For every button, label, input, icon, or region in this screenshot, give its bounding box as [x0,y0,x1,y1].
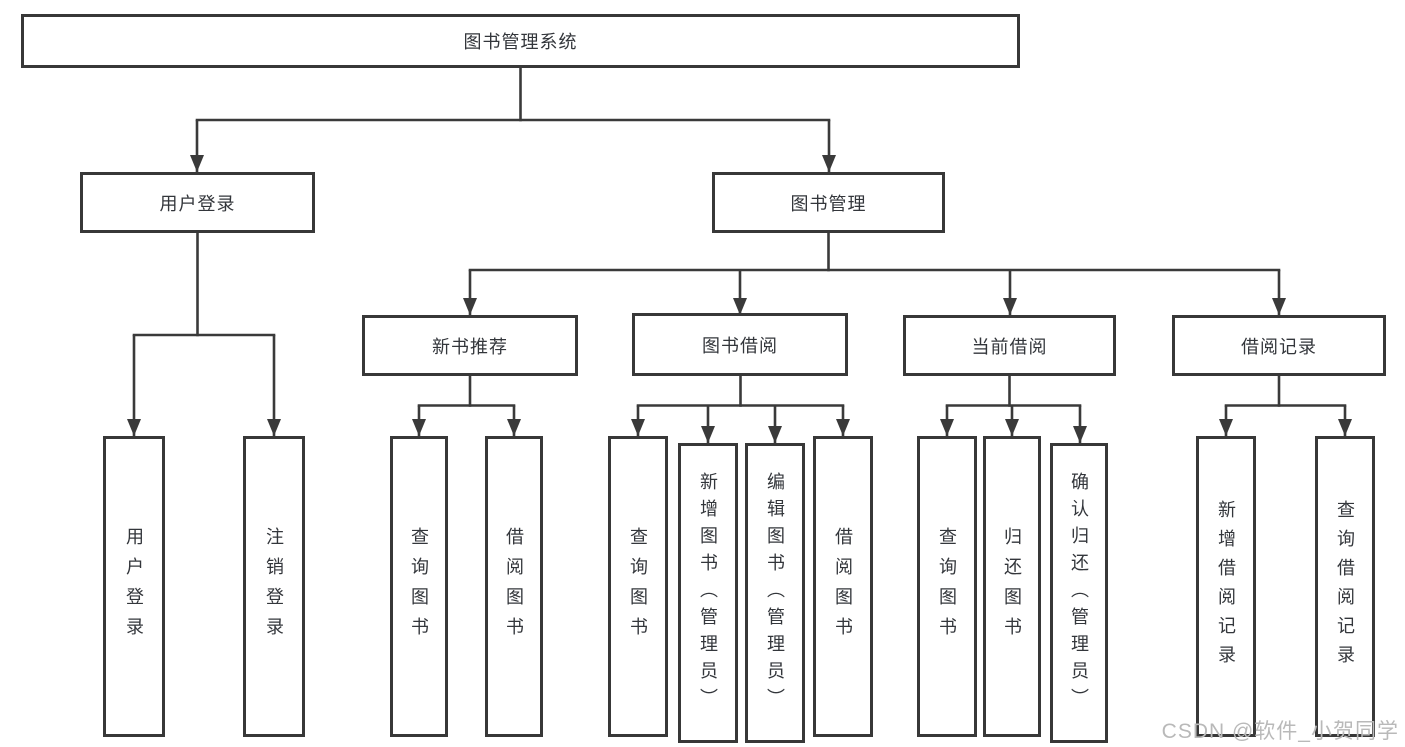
leaf-return-books: 归还图书 [983,436,1041,737]
node-borrowing-records: 借阅记录 [1172,315,1386,376]
watermark: CSDN @软件_小贺同学 [1161,720,1399,743]
node-book-borrowing: 图书借阅 [632,313,848,376]
node-new-book-recommend: 新书推荐 [362,315,578,376]
leaf-borrow-books-recommend: 借阅图书 [485,436,543,737]
leaf-borrow-books-borrowing: 借阅图书 [813,436,873,737]
leaf-edit-books-admin: 编辑图书（管理员） [745,443,805,743]
leaf-confirm-return-admin: 确认归还（管理员） [1050,443,1108,743]
leaf-add-borrow-record: 新增借阅记录 [1196,436,1256,737]
leaf-query-borrow-record: 查询借阅记录 [1315,436,1375,737]
node-book-management: 图书管理 [712,172,945,233]
leaf-add-books-admin: 新增图书（管理员） [678,443,738,743]
leaf-logout: 注销登录 [243,436,305,737]
leaf-query-books-recommend: 查询图书 [390,436,448,737]
node-current-borrowing: 当前借阅 [903,315,1116,376]
leaf-user-login: 用户登录 [103,436,165,737]
node-user-login: 用户登录 [80,172,315,233]
leaf-query-books-current: 查询图书 [917,436,977,737]
leaf-query-books-borrowing: 查询图书 [608,436,668,737]
node-root: 图书管理系统 [21,14,1020,68]
